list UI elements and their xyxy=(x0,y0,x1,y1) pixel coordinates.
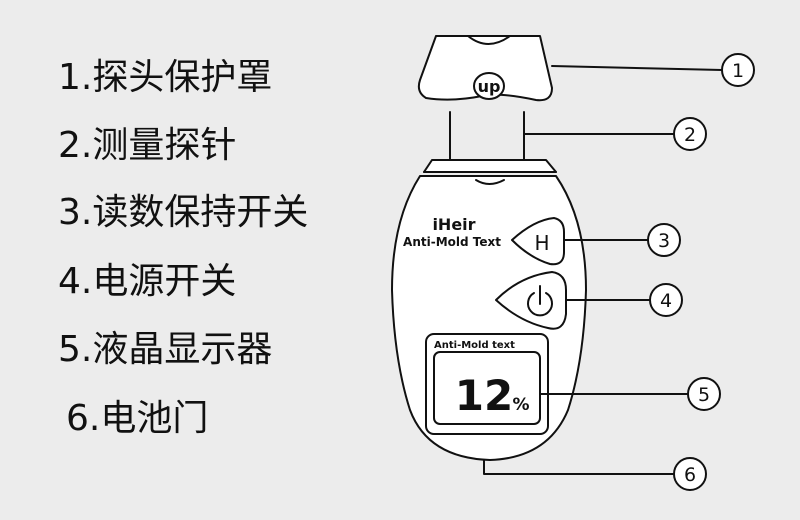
callout-circle-5 xyxy=(687,377,721,411)
model-label: Anti-Mold Text xyxy=(403,235,501,249)
power-icon xyxy=(527,285,553,317)
callout-circle-4 xyxy=(649,283,683,317)
cover-up-button xyxy=(473,72,505,100)
brand-label: iHeir xyxy=(432,215,475,234)
cover-up-label: up xyxy=(478,77,501,96)
legend-item-probe-cover: 1.探头保护罩 xyxy=(58,57,273,98)
screen-title: Anti-Mold text xyxy=(434,340,515,351)
lcd-display xyxy=(433,351,541,425)
legend-item-probes: 2.测量探针 xyxy=(58,125,237,166)
callout-line-6 xyxy=(483,459,675,475)
hold-button[interactable] xyxy=(511,217,565,266)
callout-number-6: 6 xyxy=(684,464,696,486)
callout-circle-6 xyxy=(673,457,707,491)
callout-number-1: 1 xyxy=(732,60,744,82)
callout-circle-2 xyxy=(673,117,707,151)
callout-circle-1 xyxy=(721,53,755,87)
callout-number-5: 5 xyxy=(698,384,710,406)
parts-legend: 1.探头保护罩 2.测量探针 3.读数保持开关 4.电源开关 5.液晶显示器 6… xyxy=(0,0,380,520)
legend-item-power-switch: 4.电源开关 xyxy=(58,261,237,302)
callout-number-2: 2 xyxy=(684,124,696,146)
callout-number-3: 3 xyxy=(658,230,670,252)
device-shoulder xyxy=(423,159,557,173)
callout-line-1 xyxy=(551,65,723,71)
power-button[interactable] xyxy=(495,271,567,330)
reading-unit: % xyxy=(512,395,529,415)
legend-item-lcd: 5.液晶显示器 xyxy=(58,329,273,370)
legend-item-hold-switch: 3.读数保持开关 xyxy=(58,192,309,233)
reading-value: 12 xyxy=(455,371,513,420)
hold-button-label: H xyxy=(534,231,549,255)
legend-item-battery-door: 6.电池门 xyxy=(66,398,209,439)
callout-circle-3 xyxy=(647,223,681,257)
callout-number-4: 4 xyxy=(660,290,672,312)
